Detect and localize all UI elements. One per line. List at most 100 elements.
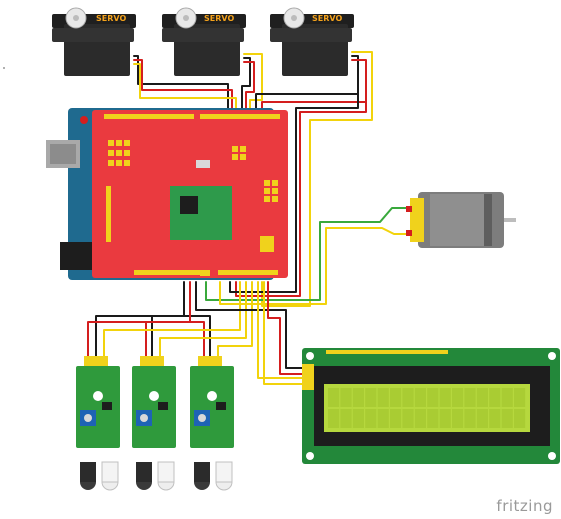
ir-sensor-1 bbox=[76, 356, 120, 491]
ir-sensor-3 bbox=[190, 356, 234, 491]
top-header bbox=[104, 114, 280, 119]
wire-motor-yellow bbox=[219, 227, 411, 305]
lcd-cell bbox=[476, 388, 488, 407]
lcd-cell bbox=[514, 409, 526, 428]
sensor-pcb bbox=[190, 366, 234, 448]
lcd-cell bbox=[439, 409, 451, 428]
sensor-chip bbox=[102, 402, 112, 410]
lcd-header-pins bbox=[326, 350, 448, 354]
sensor-pot-knob bbox=[140, 414, 148, 422]
wire-servo1-yellow bbox=[133, 63, 237, 113]
lcd-cell bbox=[476, 409, 488, 428]
lcd-character-grid bbox=[328, 388, 526, 428]
servo-label: SERVO bbox=[204, 14, 234, 23]
lcd-cell bbox=[390, 409, 402, 428]
shield-capacitor bbox=[260, 236, 274, 252]
sensor-pins bbox=[140, 356, 164, 368]
lcd-cell bbox=[501, 409, 513, 428]
wire-lcd-yellow-1 bbox=[257, 281, 305, 379]
sensor-hole bbox=[149, 391, 159, 401]
wire-lcd-black bbox=[195, 281, 305, 369]
lcd-cell bbox=[439, 388, 451, 407]
servo-2: SERVO bbox=[162, 7, 246, 76]
servo-1: SERVO bbox=[52, 7, 136, 76]
servo-label: SERVO bbox=[96, 14, 126, 23]
left-pin-column bbox=[106, 186, 111, 242]
servo-flange bbox=[270, 28, 352, 42]
sensor-hole bbox=[207, 391, 217, 401]
wire-sensor1-signal bbox=[103, 281, 241, 359]
motor-terminal-bottom bbox=[406, 230, 412, 236]
lcd-mount-hole bbox=[306, 352, 314, 360]
wire-servo1-black bbox=[133, 55, 229, 113]
lcd-cell bbox=[427, 388, 439, 407]
lcd-cell bbox=[489, 388, 501, 407]
ir-sensor-2 bbox=[132, 356, 176, 491]
wire-sensor-black-3 bbox=[183, 315, 211, 359]
wire-sensor-red-3 bbox=[189, 321, 205, 359]
wires bbox=[87, 51, 411, 385]
servo-horn-center bbox=[73, 15, 79, 21]
lcd-cell bbox=[464, 409, 476, 428]
sensor-hole bbox=[93, 391, 103, 401]
motor-terminal-top bbox=[406, 206, 412, 212]
servo-3: SERVO bbox=[270, 7, 354, 76]
lcd-i2c-pins bbox=[302, 364, 314, 390]
lcd-cell bbox=[377, 409, 389, 428]
lcd-cell bbox=[390, 388, 402, 407]
lcd-cell bbox=[340, 388, 352, 407]
wire-lcd-yellow-2 bbox=[263, 281, 305, 385]
sensor-shield bbox=[92, 110, 288, 278]
motor-shaft bbox=[504, 218, 516, 222]
servo-flange bbox=[162, 28, 244, 42]
lcd-cell bbox=[328, 409, 340, 428]
lcd-cell bbox=[365, 409, 377, 428]
wire-servo2-yellow bbox=[243, 53, 263, 113]
sensor-pins bbox=[84, 356, 108, 368]
lcd-cell bbox=[352, 409, 364, 428]
power-jack bbox=[60, 242, 92, 270]
lcd-cell bbox=[414, 388, 426, 407]
lcd-cell bbox=[501, 388, 513, 407]
motor-band bbox=[484, 194, 492, 246]
shield-chip-core bbox=[180, 196, 198, 214]
fritzing-watermark: fritzing bbox=[496, 497, 553, 515]
stray-dot bbox=[3, 67, 5, 69]
lcd-cell bbox=[328, 388, 340, 407]
servo-flange bbox=[52, 28, 134, 42]
pin-groups bbox=[108, 140, 278, 202]
wire-sensor-red-main bbox=[87, 281, 191, 359]
wire-servo2-red bbox=[243, 61, 255, 113]
sensor-pot-knob bbox=[198, 414, 206, 422]
servo-horn-center bbox=[291, 15, 297, 21]
wire-sensor3-signal bbox=[217, 281, 253, 359]
reset-button bbox=[80, 116, 88, 124]
wire-lcd-red bbox=[267, 281, 305, 375]
wire-servo-black-loop bbox=[229, 93, 359, 293]
usb-port-inner bbox=[50, 144, 76, 164]
lcd-cell bbox=[402, 409, 414, 428]
motor-header bbox=[200, 270, 210, 276]
lcd-cell bbox=[427, 409, 439, 428]
motor-shade bbox=[430, 194, 490, 246]
lcd-cell bbox=[365, 388, 377, 407]
lcd-mount-hole bbox=[548, 452, 556, 460]
sensor-pins bbox=[198, 356, 222, 368]
lcd-cell bbox=[402, 388, 414, 407]
lcd-cell bbox=[514, 388, 526, 407]
sensor-pcb bbox=[76, 366, 120, 448]
wire-sensor-black-main bbox=[95, 281, 185, 359]
lcd-cell bbox=[352, 388, 364, 407]
lcd-cell bbox=[414, 409, 426, 428]
sensor-chip bbox=[216, 402, 226, 410]
servo-label: SERVO bbox=[312, 14, 342, 23]
lcd-cell bbox=[340, 409, 352, 428]
lcd-cell bbox=[452, 388, 464, 407]
lcd-cell bbox=[464, 388, 476, 407]
wire-servo2-black bbox=[241, 57, 251, 113]
lcd-cell bbox=[452, 409, 464, 428]
lcd-mount-hole bbox=[548, 352, 556, 360]
sensor-pot-knob bbox=[84, 414, 92, 422]
lcd-cell bbox=[489, 409, 501, 428]
